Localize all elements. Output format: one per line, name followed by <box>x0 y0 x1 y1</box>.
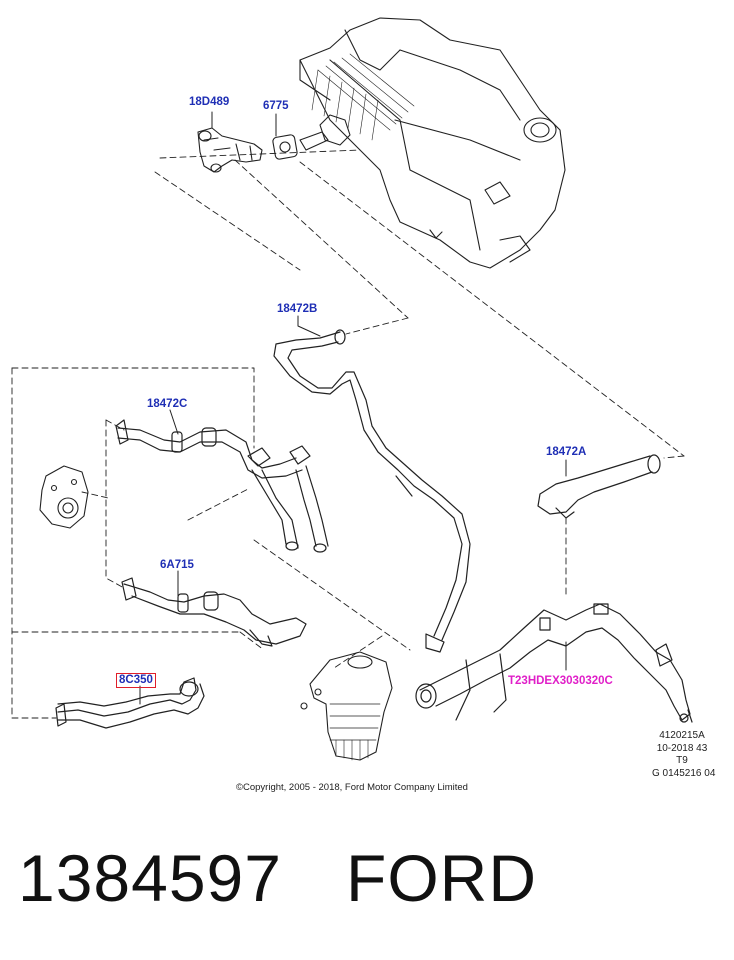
heater-housing-illustration <box>299 17 566 269</box>
coolant-pipe-illustration <box>415 603 693 723</box>
callout-18D489[interactable]: 18D489 <box>189 96 230 108</box>
assembly-guide-lines <box>11 149 685 719</box>
diagram-info-block: 4120215A 10-2018 43 T9 G 0145216 04 <box>652 730 716 780</box>
hose-18472C-illustration <box>115 419 329 553</box>
copyright-notice: ©Copyright, 2005 - 2018, Ford Motor Comp… <box>236 782 468 793</box>
hose-6A715-illustration <box>121 577 307 647</box>
info-line-3: T9 <box>676 755 688 766</box>
brand-name: FORD <box>346 841 537 915</box>
info-line-2: 10-2018 43 <box>656 742 708 754</box>
callout-6775[interactable]: 6775 <box>263 100 289 112</box>
info-line-4: G 0145216 04 <box>652 767 716 779</box>
part-number: 1384597 <box>18 841 282 915</box>
callout-18472C[interactable]: 18472C <box>147 398 188 410</box>
hose-18472B-illustration <box>273 329 471 653</box>
heater-valve-illustration <box>197 127 329 173</box>
thermostat-housing-illustration <box>39 465 89 529</box>
callout-18472A[interactable]: 18472A <box>546 446 587 458</box>
callout-18472B[interactable]: 18472B <box>277 303 318 315</box>
callout-T23HDEX3030320C[interactable]: T23HDEX3030320C <box>508 675 613 687</box>
info-line-1: 4120215A <box>659 730 705 741</box>
hose-8C350-illustration <box>55 677 205 729</box>
callout-6A715[interactable]: 6A715 <box>160 559 194 571</box>
hose-18472A-illustration <box>537 454 661 519</box>
callout-8C350-highlighted[interactable]: 8C350 <box>116 673 156 688</box>
leader-lines <box>139 315 567 705</box>
oil-filter-illustration <box>300 651 393 761</box>
